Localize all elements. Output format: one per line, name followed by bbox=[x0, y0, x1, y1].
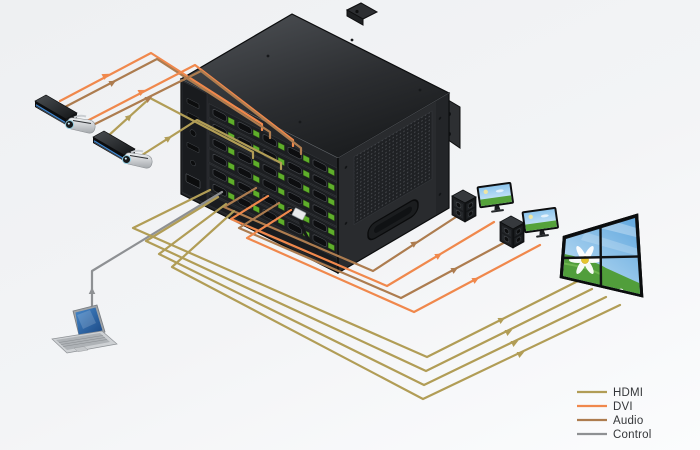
legend-item-dvi: DVI bbox=[577, 401, 633, 413]
cable-control bbox=[90, 190, 224, 312]
video-wall bbox=[559, 213, 644, 298]
camcorder-1 bbox=[65, 114, 96, 134]
laptop bbox=[51, 304, 118, 354]
speaker-2 bbox=[499, 215, 525, 249]
legend-label-control: Control bbox=[613, 429, 651, 441]
display-2 bbox=[521, 206, 559, 238]
legend-item-hdmi: HDMI bbox=[577, 387, 643, 399]
media-player-1 bbox=[34, 94, 78, 125]
legend-label-dvi: DVI bbox=[613, 401, 633, 413]
matrix-switch-chassis bbox=[179, 2, 461, 275]
rack-ear-top bbox=[345, 2, 379, 26]
display-1 bbox=[476, 181, 514, 213]
power-cord bbox=[291, 207, 320, 252]
camcorder-2 bbox=[122, 149, 153, 169]
speaker-1 bbox=[451, 189, 477, 223]
legend: HDMI DVI Audio Control bbox=[577, 387, 651, 441]
cable-hdmi-output-3 bbox=[157, 202, 608, 387]
legend-item-control: Control bbox=[577, 429, 651, 441]
cable-layer bbox=[58, 51, 622, 401]
legend-item-audio: Audio bbox=[577, 415, 643, 427]
cable-hdmi-output-4 bbox=[170, 209, 622, 401]
cable-hdmi-output-2 bbox=[144, 195, 594, 373]
legend-label-audio: Audio bbox=[613, 415, 643, 427]
legend-label-hdmi: HDMI bbox=[613, 387, 643, 399]
